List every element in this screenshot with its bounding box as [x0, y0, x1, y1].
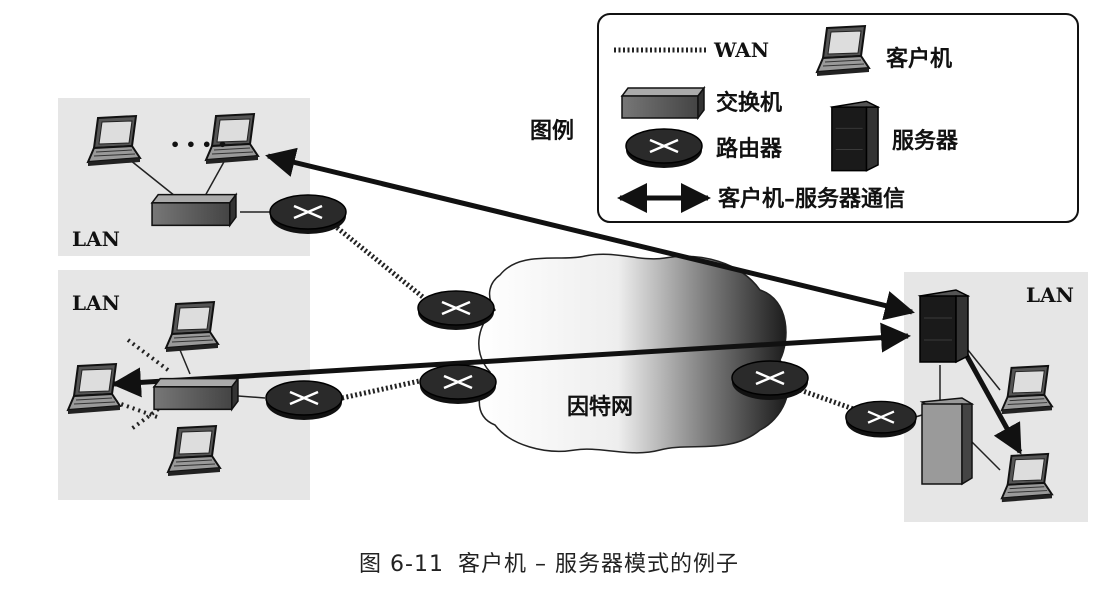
figure-caption: 图 6-11 客户机 – 服务器模式的例子 — [0, 546, 1112, 578]
lan-right-label: LAN — [1026, 283, 1074, 307]
legend-switch-label: 交换机 — [716, 90, 782, 116]
figure-number: 图 6-11 — [359, 552, 444, 577]
laptop-ellipsis: • • • • — [170, 135, 228, 154]
router-icon — [418, 363, 498, 406]
lan-bottom-left-label: LAN — [72, 291, 120, 315]
router-icon — [624, 127, 704, 170]
legend-wan-label: WAN — [713, 38, 769, 62]
router-icon — [730, 359, 810, 402]
figure-caption-text: 客户机 – 服务器模式的例子 — [457, 552, 739, 577]
router-icon — [844, 400, 918, 439]
switch-icon — [151, 193, 237, 227]
legend-router-label: 路由器 — [716, 136, 783, 162]
legend-comm-label: 客户机–服务器通信 — [718, 186, 905, 212]
legend: 图例 WAN 客户机 交换机 路由器 服务器 客户机–服务器通信 — [530, 13, 1079, 223]
lan-top-left-label: LAN — [72, 227, 120, 251]
internet-label: 因特网 — [567, 394, 633, 420]
server-icon — [831, 100, 879, 172]
switch-icon — [153, 377, 239, 411]
router-icon — [268, 193, 348, 236]
switch-icon — [621, 87, 705, 119]
server-icon — [919, 289, 969, 363]
router-icon — [264, 379, 344, 422]
switch-tower-icon — [919, 397, 975, 486]
legend-server-label: 服务器 — [892, 128, 959, 154]
legend-title: 图例 — [530, 118, 574, 144]
router-icon — [416, 289, 496, 332]
legend-client-label: 客户机 — [886, 46, 952, 72]
client-server-arrows — [111, 147, 1023, 455]
